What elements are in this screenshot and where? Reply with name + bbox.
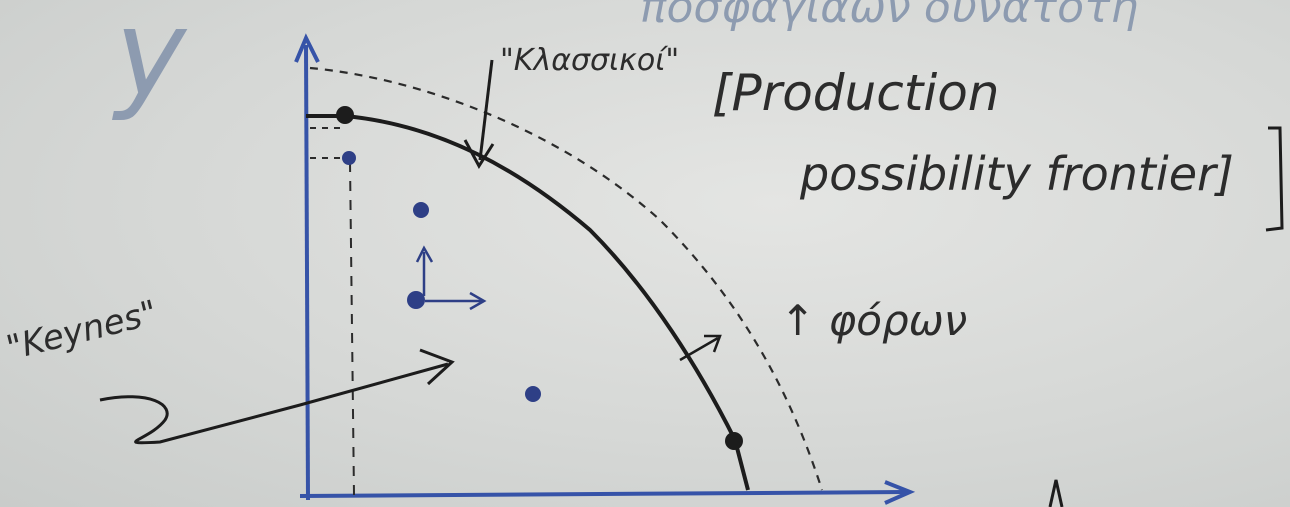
point-inside-1	[342, 151, 356, 165]
y-axis	[304, 44, 310, 501]
keynes-arrow-head-icon	[419, 348, 455, 386]
top-scribble-text: ποσφαγιαων δυνατοτη	[640, 0, 1138, 33]
ppf-endpoint-top	[336, 106, 354, 124]
guide-vertical	[349, 161, 355, 496]
keynes-arrow-icon	[99, 362, 449, 445]
point-inside-4	[525, 386, 541, 402]
arrow-up-head-icon	[415, 245, 434, 263]
label-ppf-line1: [Production	[712, 64, 1000, 122]
axis-letter-y: y	[112, 0, 188, 124]
outward-shift-arrow-icon	[679, 334, 722, 362]
shifted-frontier-dashed	[309, 66, 824, 491]
label-ppf-line2: possibility frontier]	[799, 147, 1234, 201]
closing-bracket-icon	[1265, 126, 1284, 232]
point-inside-2	[413, 202, 429, 218]
x-axis	[299, 490, 906, 498]
point-inside-3	[407, 291, 425, 309]
label-taxes: ↑ φόρων	[780, 296, 967, 345]
y-axis-arrow-icon	[294, 33, 320, 63]
x-axis-arrow-icon	[884, 480, 916, 505]
ppf-endpoint-bottom	[725, 432, 743, 450]
ppf-curve	[306, 114, 750, 491]
label-keynes: "Keynes"	[3, 293, 162, 369]
classical-arrow-icon	[478, 59, 494, 161]
classical-arrow-head-icon	[463, 139, 495, 169]
partial-letter-stroke	[1048, 479, 1064, 507]
arrow-right-head-icon	[469, 291, 487, 311]
label-classical: "Κλασσικοί"	[500, 43, 679, 78]
